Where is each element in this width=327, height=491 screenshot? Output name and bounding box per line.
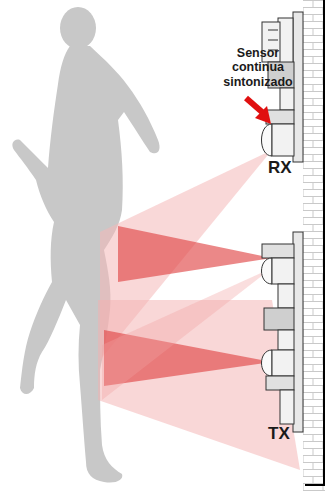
wall (303, 0, 325, 491)
tx-unit (262, 232, 304, 432)
unit-label: RX (268, 158, 308, 178)
unit-label: TX (268, 424, 308, 444)
sensor-beams (98, 150, 300, 470)
callout-text: Sensor continua sintonizado (212, 46, 304, 89)
callout-arrow (246, 98, 271, 124)
wall-edge (305, 0, 324, 485)
